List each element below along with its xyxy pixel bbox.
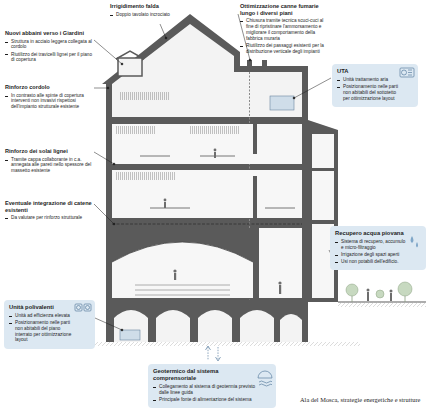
uta-unit [270,96,294,110]
annotation-heading: Nuovi abbaini verso i Giardini [5,30,93,37]
ground-hall [112,228,253,298]
callout-box: Recupero acqua piovanaSistema di recuper… [330,226,426,270]
basement-arches [114,310,302,342]
box-text: Posizionamento nelle parti non abitabili… [9,320,75,343]
annotation-heading: Ottimizzazione canne fumarie lungo i div… [240,3,328,16]
annotation-text: Doppio tavolato incrociato [110,12,170,18]
callout-box: Geotermico dal sistema comprensorialeCol… [148,364,276,408]
annotation-heading: Rinforzo dei solai lignei [5,148,93,155]
box-text: Principale fonte di alimentazione del si… [153,397,256,403]
box-text: Collegamento al sistema di geotermia pre… [153,384,256,395]
annotation-heading: Rinforzo cordolo [5,84,93,91]
callout-box: UTA Unità trattamento ariaPosizionamento … [332,64,418,107]
heat-pump [120,330,140,340]
annotation-group: Nuovi abbaini verso i GiardiniStruttura … [5,30,93,65]
box-text: Posizionamento nelle parti non abitabili… [337,84,398,101]
box-heading: Recupero acqua piovana [335,230,406,237]
box-text: Unità trattamento aria [337,77,398,83]
annotation-text: Struttura in acciaio leggera collegata a… [5,39,93,50]
box-text: Irrigazione degli spazi aperti [335,252,406,258]
box-text: Usi non potabili dell'edificio. [335,259,406,265]
annotation-text: Riutilizzo dei passaggi esistenti per la… [240,43,328,54]
annotation-text: Da valutare per rinforzo strutturale [5,215,93,221]
annotation-text: Tramite cappa collaborante in c.a. anneg… [5,157,93,174]
annotation-text: Chiusura tramite tecnica scuci-cuci al f… [240,18,328,41]
vault [112,228,253,262]
annotation-text: In contrasto alle spinte di copertura in… [5,93,93,110]
leader-lines [94,14,336,331]
annotation-heading: Irrigidimento falda [110,3,170,10]
annotation-group: Rinforzo cordolo In contrasto alle spinte… [5,84,93,111]
annotation-group: Rinforzo dei solai ligneiTramite cappa c… [5,148,93,175]
tie-rod [112,224,302,225]
callout-box: Unità polivalentiUnità ad efficienza ele… [4,300,95,349]
annotation-group: Eventuale integrazione di catene esisten… [5,200,93,223]
box-text: Sistema di recupero, accumulo e micro-fi… [335,239,406,250]
chimney [262,60,267,68]
box-text: Unità ad efficienza elevata [9,313,75,319]
box-heading: Unità polivalenti [9,304,75,311]
floor-2 [112,124,302,164]
dormer [118,58,142,76]
floor-1 [112,170,302,218]
annex [312,134,334,298]
caption: Ala del Mosca, strategie energetiche e s… [300,396,426,404]
annotation-group: Irrigidimento faldaDoppio tavolato incro… [110,3,170,19]
chimney [247,60,252,68]
annotation-group: Ottimizzazione canne fumarie lungo i div… [240,3,328,56]
annotation-heading: Eventuale integrazione di catene esisten… [5,200,93,213]
annotation-text: Riutilizzo dei travicelli lignei per il … [5,52,93,63]
box-heading: Geotermico dal sistema comprensoriale [153,368,256,382]
building-mass [102,14,338,342]
box-heading: UTA [337,68,398,75]
